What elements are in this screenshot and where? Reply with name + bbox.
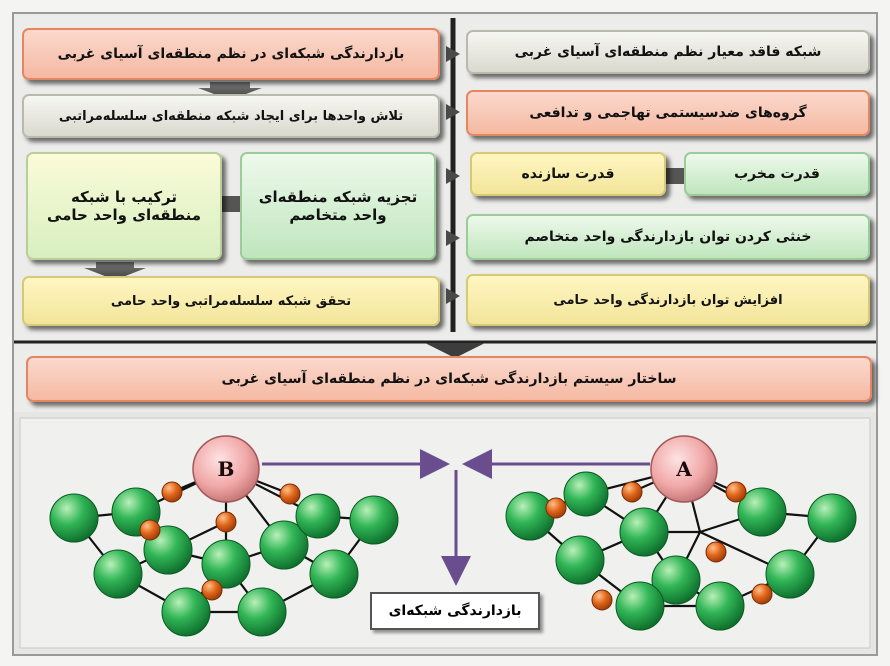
banner-arrow-icon (425, 343, 485, 358)
box-no-norm-network: شبکه فاقد معیار نظم منطقه‌ای آسیای غربی (466, 30, 870, 74)
network-b-orange-nodes (139, 481, 301, 601)
hub-b-label: B (218, 457, 235, 481)
network-deterrence-label: بازدارندگی شبکه‌ای (370, 592, 540, 630)
network-a-orange-nodes (545, 481, 773, 611)
down-arrow-icon-2 (84, 262, 146, 280)
box-destructive-power: قدرت مخرب (684, 152, 870, 196)
divider-chevrons (446, 46, 460, 304)
banner-deterrence-structure: ساختار سیستم بازدارندگی شبکه‌ای در نظم م… (26, 356, 872, 402)
hub-a-label: A (675, 457, 692, 481)
connector-block-2 (222, 196, 240, 212)
box-network-deterrence: بازدارندگی شبکه‌ای در نظم منطقه‌ای آسیای… (22, 28, 440, 80)
box-constructive-power: قدرت سازنده (470, 152, 666, 196)
box-combine-ally: ترکیب با شبکه منطقه‌ای واحد حامی (26, 152, 222, 260)
connector-block (666, 168, 684, 184)
box-increase-deterrence: افزایش توان بازدارندگی واحد حامی (466, 274, 870, 326)
hub-node-b (192, 435, 260, 503)
hub-node-a (650, 435, 718, 503)
box-antisystem-groups: گروه‌های ضدسیستمی تهاجمی و تدافعی (466, 90, 870, 136)
box-hierarchical-effort: تلاش واحدها برای ایجاد شبکه منطقه‌ای سلس… (22, 94, 440, 138)
box-realize-hierarchy: تحقق شبکه سلسله‌مراتبی واحد حامی (22, 276, 440, 326)
network-b-green-nodes (49, 487, 399, 637)
box-dismantle-hostile: تجزیه شبکه منطقه‌ای واحد متخاصم (240, 152, 436, 260)
box-neutralize-deterrence: خنثی کردن توان بازدارندگی واحد متخاصم (466, 214, 870, 260)
down-arrow-icon (198, 82, 262, 100)
